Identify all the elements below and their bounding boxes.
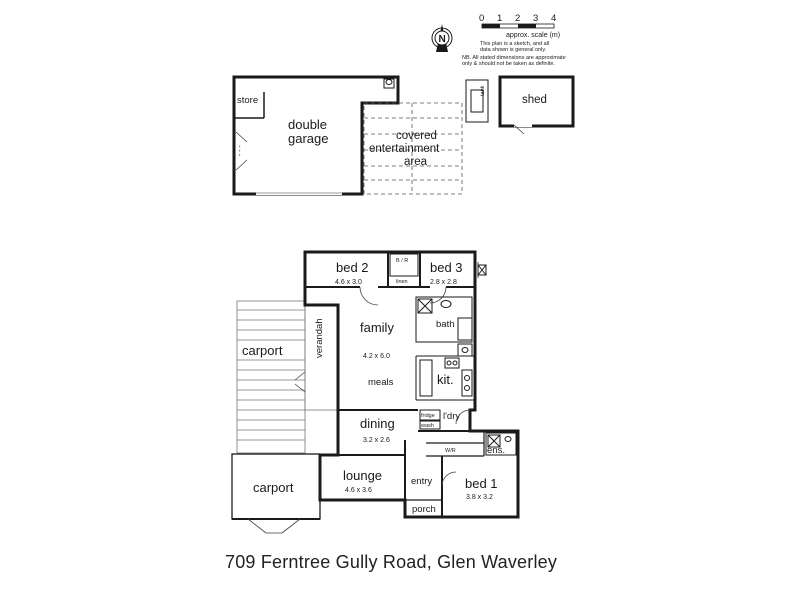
shed-label: shed (522, 94, 547, 106)
family-name: family (360, 320, 394, 335)
bed2-name: bed 2 (336, 260, 369, 275)
meals-name: meals (368, 377, 394, 388)
lounge-dims: 4.6 x 3.6 (345, 487, 372, 494)
robe-mark-1: B / R (396, 258, 408, 264)
scale-tick-3: 3 (533, 13, 538, 24)
family-dims: 4.2 x 6.0 (363, 353, 390, 360)
bed3-name: bed 3 (430, 260, 463, 275)
scale-note-3: NB. All stated dimensions are approximat… (462, 55, 566, 61)
covered-entertainment-area: covered entertainment area (363, 102, 463, 195)
entry-name: entry (411, 476, 432, 487)
cea-label-line2: entertainment (369, 143, 440, 155)
main-house: B / R linen bath kit. fridge wash l' (303, 250, 520, 519)
garage-door-mark: - - - (237, 144, 244, 156)
cea-label-line3: area (404, 156, 428, 168)
scale-tick-4: 4 (551, 13, 556, 24)
property-address: 709 Ferntree Gully Road, Glen Waverley (225, 552, 558, 572)
lounge-name: lounge (343, 468, 382, 483)
linen-mark: linen (396, 279, 408, 285)
cea-label-line1: covered (396, 130, 437, 142)
scale-label: approx. scale (m) (506, 32, 560, 39)
scale-bar: 0 1 2 3 4 approx. scale (m) This plan is… (462, 13, 566, 67)
carport-lower-label: carport (253, 480, 294, 495)
room-labels: bed 2 4.6 x 3.0 bed 3 2.8 x 2.8 family 4… (335, 260, 498, 515)
fridge-mark: fridge (421, 413, 435, 419)
compass-letter: N (439, 34, 446, 45)
garage-label-line2: garage (288, 131, 328, 146)
bed2-dims: 4.6 x 3.0 (335, 279, 362, 286)
washer-mark: wash (420, 423, 434, 429)
tank-label: tank (480, 85, 486, 96)
scale-note-1: This plan is a sketch, and all (480, 41, 549, 47)
scale-tick-0: 0 (479, 13, 484, 24)
scale-tick-1: 1 (497, 13, 502, 24)
carport-upper-label: carport (242, 343, 283, 358)
verandah-label: verandah (314, 318, 325, 358)
shed: shed (498, 75, 575, 135)
porch-name: porch (412, 504, 436, 515)
garage-label-line1: double (288, 117, 327, 132)
carport-lower: carport (231, 453, 321, 534)
bed1-name: bed 1 (465, 476, 498, 491)
bath-label: bath (436, 319, 455, 330)
dining-dims: 3.2 x 2.6 (363, 437, 390, 444)
kitchen-label: kit. (437, 372, 454, 387)
wir-label: W/R (445, 448, 456, 454)
bed3-dims: 2.8 x 2.8 (430, 279, 457, 286)
scale-note-4: only & should not be taken as definite. (462, 61, 555, 67)
water-tank: tank (465, 79, 489, 123)
verandah: verandah (294, 304, 339, 411)
store-label: store (237, 95, 258, 106)
scale-tick-2: 2 (515, 13, 520, 24)
laundry-label: l'dry (443, 411, 460, 422)
bed1-dims: 3.8 x 3.2 (466, 494, 493, 501)
dining-name: dining (360, 416, 395, 431)
double-garage: - - - store double garage (232, 75, 400, 196)
carport-upper: carport (236, 300, 306, 454)
compass: N (431, 24, 453, 52)
scale-note-2: data shown is general only. (480, 47, 547, 53)
ensuite-label: ens. (487, 445, 505, 456)
